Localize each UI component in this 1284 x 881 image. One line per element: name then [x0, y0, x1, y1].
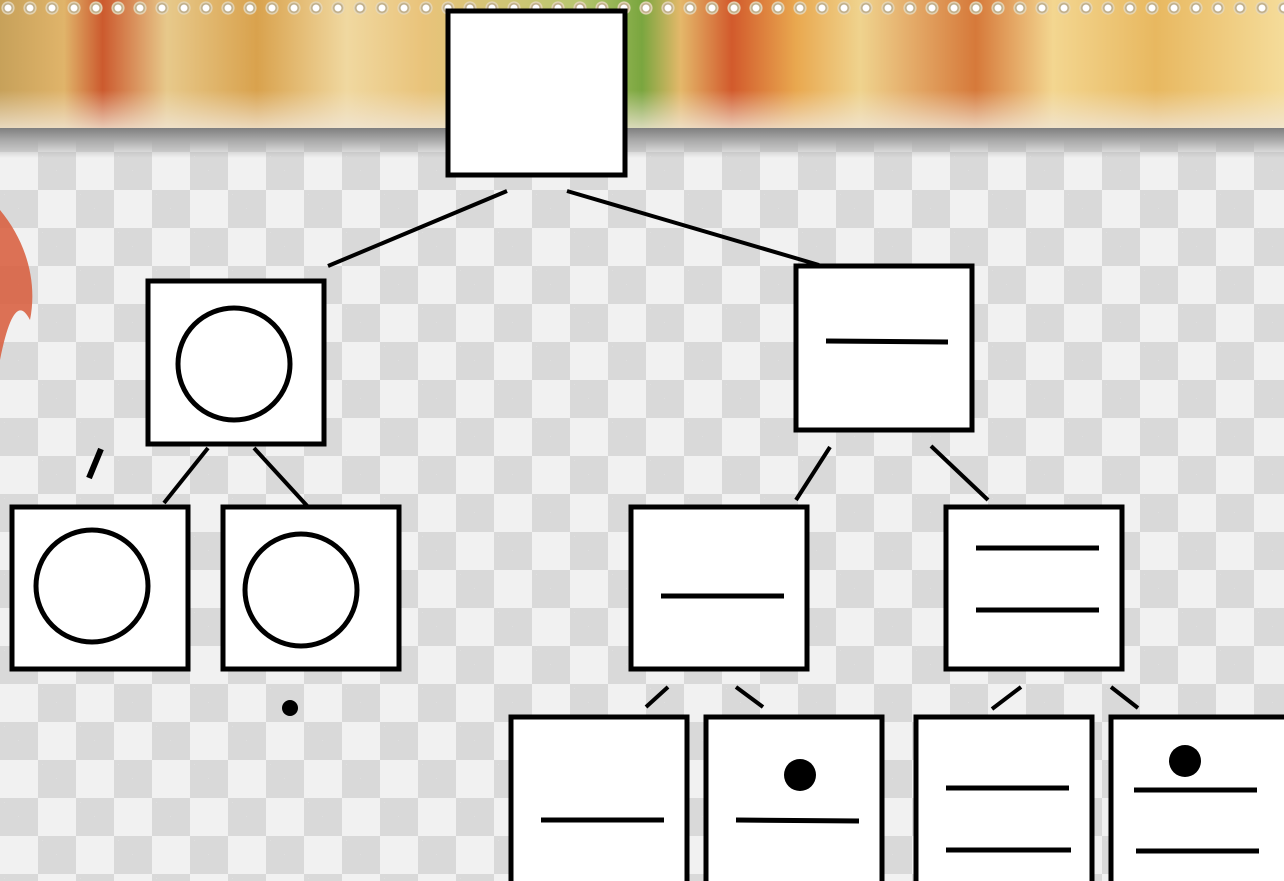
edge-line-child-leaf-1 [646, 687, 668, 707]
edge-two-line-child-leaf [992, 687, 1021, 709]
dot-symbol [784, 759, 816, 791]
node-two-line-leaf [916, 717, 1092, 881]
edge-root-circle-parent [328, 191, 507, 266]
node-circle-leaf-2 [223, 507, 399, 669]
node-line-dot-leaf [706, 717, 882, 881]
node-circle-leaf-1 [12, 507, 188, 669]
line-symbol [736, 820, 859, 821]
edge-circle-parent-leaf-2 [254, 448, 310, 509]
edge-line-parent-line-child [796, 447, 830, 500]
edge-two-line-child-dot-leaf [1111, 687, 1138, 708]
circle-symbol [245, 534, 357, 646]
circle-symbol [178, 308, 290, 420]
node-circle-parent [148, 281, 324, 444]
node-dot-two-line-leaf [1111, 717, 1284, 881]
node-line-child [631, 507, 807, 669]
edge-line-child-dot-leaf [736, 687, 763, 707]
line-symbol [826, 341, 948, 342]
node-root [448, 11, 625, 175]
edge-line-parent-two-line-child [931, 446, 988, 500]
node-two-line-child [946, 507, 1122, 669]
node-line-parent [796, 266, 972, 430]
stray-dot-mark [282, 700, 298, 716]
circle-symbol [36, 530, 148, 642]
edge-root-line-parent [567, 191, 819, 265]
node-line-leaf-1 [511, 717, 687, 881]
dot-symbol [1169, 745, 1201, 777]
edge-circle-parent-leaf-1 [164, 448, 208, 503]
stray-dash-mark [89, 449, 101, 478]
